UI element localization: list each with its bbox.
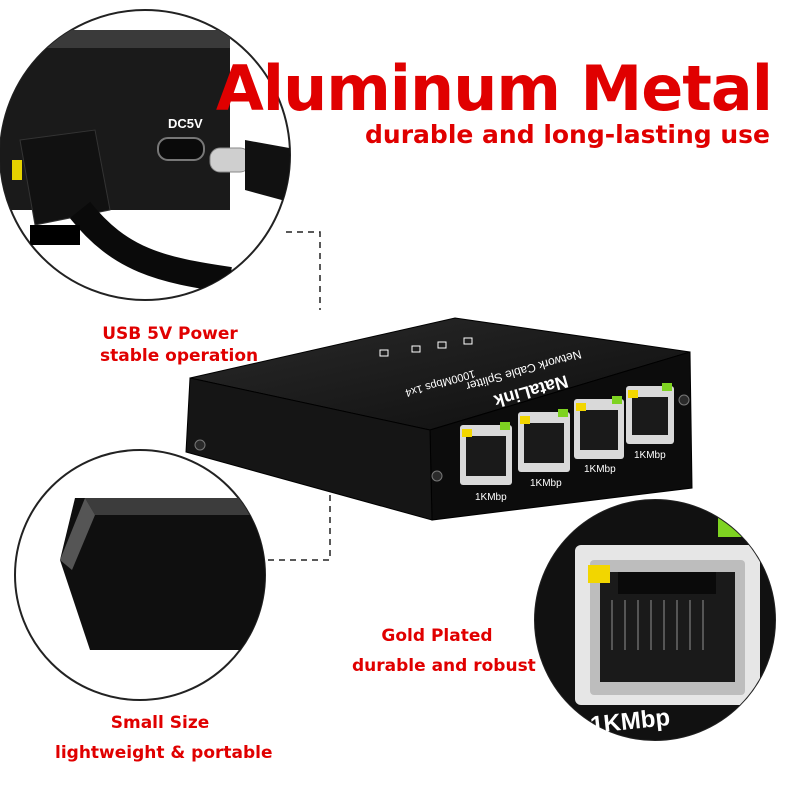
dashed-connector-left <box>268 480 331 561</box>
port-label-3: 1KMbp <box>584 464 616 475</box>
small-size-callout: Small Size lightweight & portable <box>55 712 273 764</box>
port-label-4: 1KMbp <box>634 450 666 461</box>
power-port-label: DC5V <box>168 116 203 131</box>
size-callout-line1: Small Size <box>110 713 210 733</box>
gold-callout-line1: Gold Plated <box>381 626 493 646</box>
rj45-port-zoom: 1KMbp <box>534 499 776 741</box>
gold-plated-callout: Gold Plated durable and robust <box>352 625 536 677</box>
headline-subtitle: durable and long-lasting use <box>365 120 770 149</box>
usb-port-zoom: DC5V <box>0 9 291 301</box>
dashed-connector-top <box>286 231 321 310</box>
rj45-port-1 <box>460 422 512 485</box>
headline-title: Aluminum Metal <box>215 52 773 125</box>
gold-callout-line2: durable and robust <box>352 656 536 676</box>
rj45-port-4 <box>626 383 674 444</box>
port-label-2: 1KMbp <box>530 478 562 489</box>
usb-callout-line1: USB 5V Power <box>102 324 238 344</box>
rj45-port-3 <box>574 396 624 459</box>
size-corner-zoom <box>14 449 266 701</box>
usb-callout-line2: stable operation <box>100 346 259 366</box>
port-icons <box>379 337 473 357</box>
port-label-1: 1KMbp <box>475 492 507 503</box>
ethernet-splitter-device: 1KMbp 1KMbp 1KMbp 1KMbp NataLink Network… <box>185 317 693 521</box>
rj45-port-2 <box>518 409 570 472</box>
size-callout-line2: lightweight & portable <box>55 743 273 763</box>
usb-power-callout: USB 5V Power stable operation <box>100 323 259 367</box>
